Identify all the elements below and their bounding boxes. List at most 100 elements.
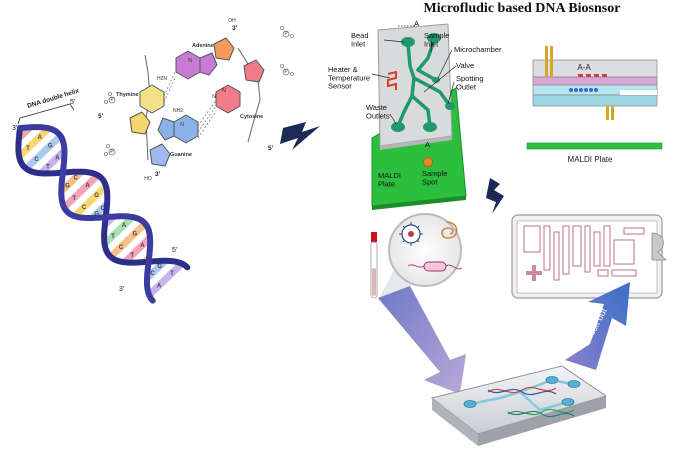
- base-pair-7-left: A: [85, 183, 90, 189]
- atom-label-2: HO: [144, 176, 152, 182]
- base-pair-6-right: G: [65, 184, 70, 190]
- atom-label-16: P: [284, 31, 288, 37]
- slide-dna-green-a: [507, 408, 575, 416]
- helix-end-5-top: 5': [70, 99, 75, 106]
- label-cytosine: Cytosine: [240, 114, 263, 120]
- base-pair-6-left: C: [73, 176, 78, 182]
- lightning-icon-right: [486, 178, 504, 214]
- base-pair-4-right: A: [55, 156, 60, 162]
- atom-label-11: O: [280, 26, 284, 32]
- atom-label-17: N: [188, 58, 192, 64]
- phosphate-4: [282, 30, 290, 38]
- virus-icon: [399, 222, 423, 246]
- h-bonds-gc: [197, 99, 217, 139]
- helix-end-3-bottom: 3': [119, 286, 124, 293]
- port-bead-inlet: [401, 37, 415, 47]
- signal-bolts: [280, 122, 504, 214]
- port-waste-1: [391, 122, 405, 132]
- bacteria-spiral-icon: [441, 221, 458, 239]
- atom-label-1: OH: [228, 18, 236, 24]
- label-adenine: Adenine: [192, 43, 214, 49]
- lightning-icon-left: [280, 122, 320, 150]
- h-bonds-ta: [163, 69, 177, 103]
- atom-label-9: O: [280, 64, 284, 70]
- adenine-ring-b: [199, 52, 218, 76]
- sugar-3: [149, 143, 171, 167]
- section-heaters: [578, 74, 607, 77]
- clipboard-plus-icon: [526, 265, 542, 281]
- base-pair-2-left: T: [26, 146, 30, 152]
- backbone-right: [237, 47, 261, 143]
- slide-side-left: [432, 398, 478, 446]
- atom-label-10: O: [290, 72, 294, 78]
- slide-dna-red-a: [487, 386, 557, 394]
- base-pair-4: [38, 148, 67, 176]
- helix-strand-b: [17, 124, 156, 304]
- atom-label-3: H2N: [157, 76, 167, 82]
- heater-element: [387, 70, 397, 90]
- phosphate-3: [282, 68, 290, 76]
- chem-end-3-left: 3': [155, 171, 161, 178]
- base-pair-16: [146, 261, 185, 298]
- chip-label-section-a-bottom: A: [425, 140, 430, 149]
- atom-label-4: NH2: [173, 108, 183, 114]
- chem-end-5-left: 5': [98, 113, 104, 120]
- base-pair-12-right: G: [132, 232, 137, 238]
- chip-label-microchamber: Microchamber: [454, 45, 502, 54]
- sugar-4: [243, 59, 265, 83]
- base-pair-4-left: T: [46, 165, 50, 171]
- base-pair-2: [16, 125, 52, 160]
- sugar-1: [129, 111, 151, 135]
- section-inlet-pin-a: [545, 46, 548, 77]
- section-beads: [569, 88, 598, 92]
- base-pair-12: [108, 221, 148, 260]
- base-pair-8-left: G: [94, 193, 99, 199]
- slide-channels: [469, 378, 573, 412]
- arrow-result-out: [565, 282, 630, 370]
- sample-collection: [370, 213, 463, 302]
- atom-label-5: O: [108, 92, 112, 98]
- sample-spot: [423, 157, 433, 167]
- nucleotide-structure: Thymine Adenine Guanine Cytosine 5' 3' 3…: [98, 18, 294, 182]
- slide-dna-red-b: [487, 388, 557, 396]
- sugar-2: [213, 37, 235, 61]
- base-pair-6: [58, 169, 85, 194]
- chem-end-5-right: 5': [268, 145, 274, 152]
- helix-end-3-top: 3': [12, 125, 17, 132]
- section-outlet-pin-a: [606, 106, 609, 120]
- section-maldi-plate: [526, 142, 663, 150]
- base-pair-15-right: C: [150, 271, 155, 277]
- base-pair-11-right: A: [122, 223, 127, 229]
- atom-label-19: N: [180, 122, 184, 128]
- atom-label-6: O: [104, 100, 108, 106]
- port-spotting-outlet: [445, 102, 455, 110]
- chip-label-section-a-top: A: [414, 19, 419, 28]
- base-pair-11: [102, 214, 135, 247]
- helix-strand-a: [15, 125, 191, 271]
- chip-ports: [391, 33, 455, 132]
- diagram-title: Microfludic based DNA Biosnsor: [423, 1, 621, 16]
- tube-sample: [372, 268, 376, 296]
- base-pair-2-right: A: [38, 135, 43, 141]
- microchamber: [432, 77, 440, 83]
- label-guanine: Guanine: [170, 152, 192, 158]
- section-maldi-label: MALDI Plate: [568, 155, 613, 164]
- base-pair-13-right: A: [140, 243, 145, 249]
- section-base-layer: [532, 94, 658, 107]
- clipboard-clip: [651, 232, 667, 261]
- atom-label-8: O: [104, 152, 108, 158]
- clipboard-figures: [523, 225, 645, 281]
- base-pair-16-left: T: [170, 271, 174, 277]
- atom-label-15: P: [284, 69, 288, 75]
- port-waste-2: [423, 122, 437, 132]
- section-valve-layer: [532, 76, 658, 86]
- clipboard-paper: [516, 220, 658, 294]
- guanine-ring-a: [173, 114, 199, 144]
- slide-dna-green-b: [507, 410, 575, 418]
